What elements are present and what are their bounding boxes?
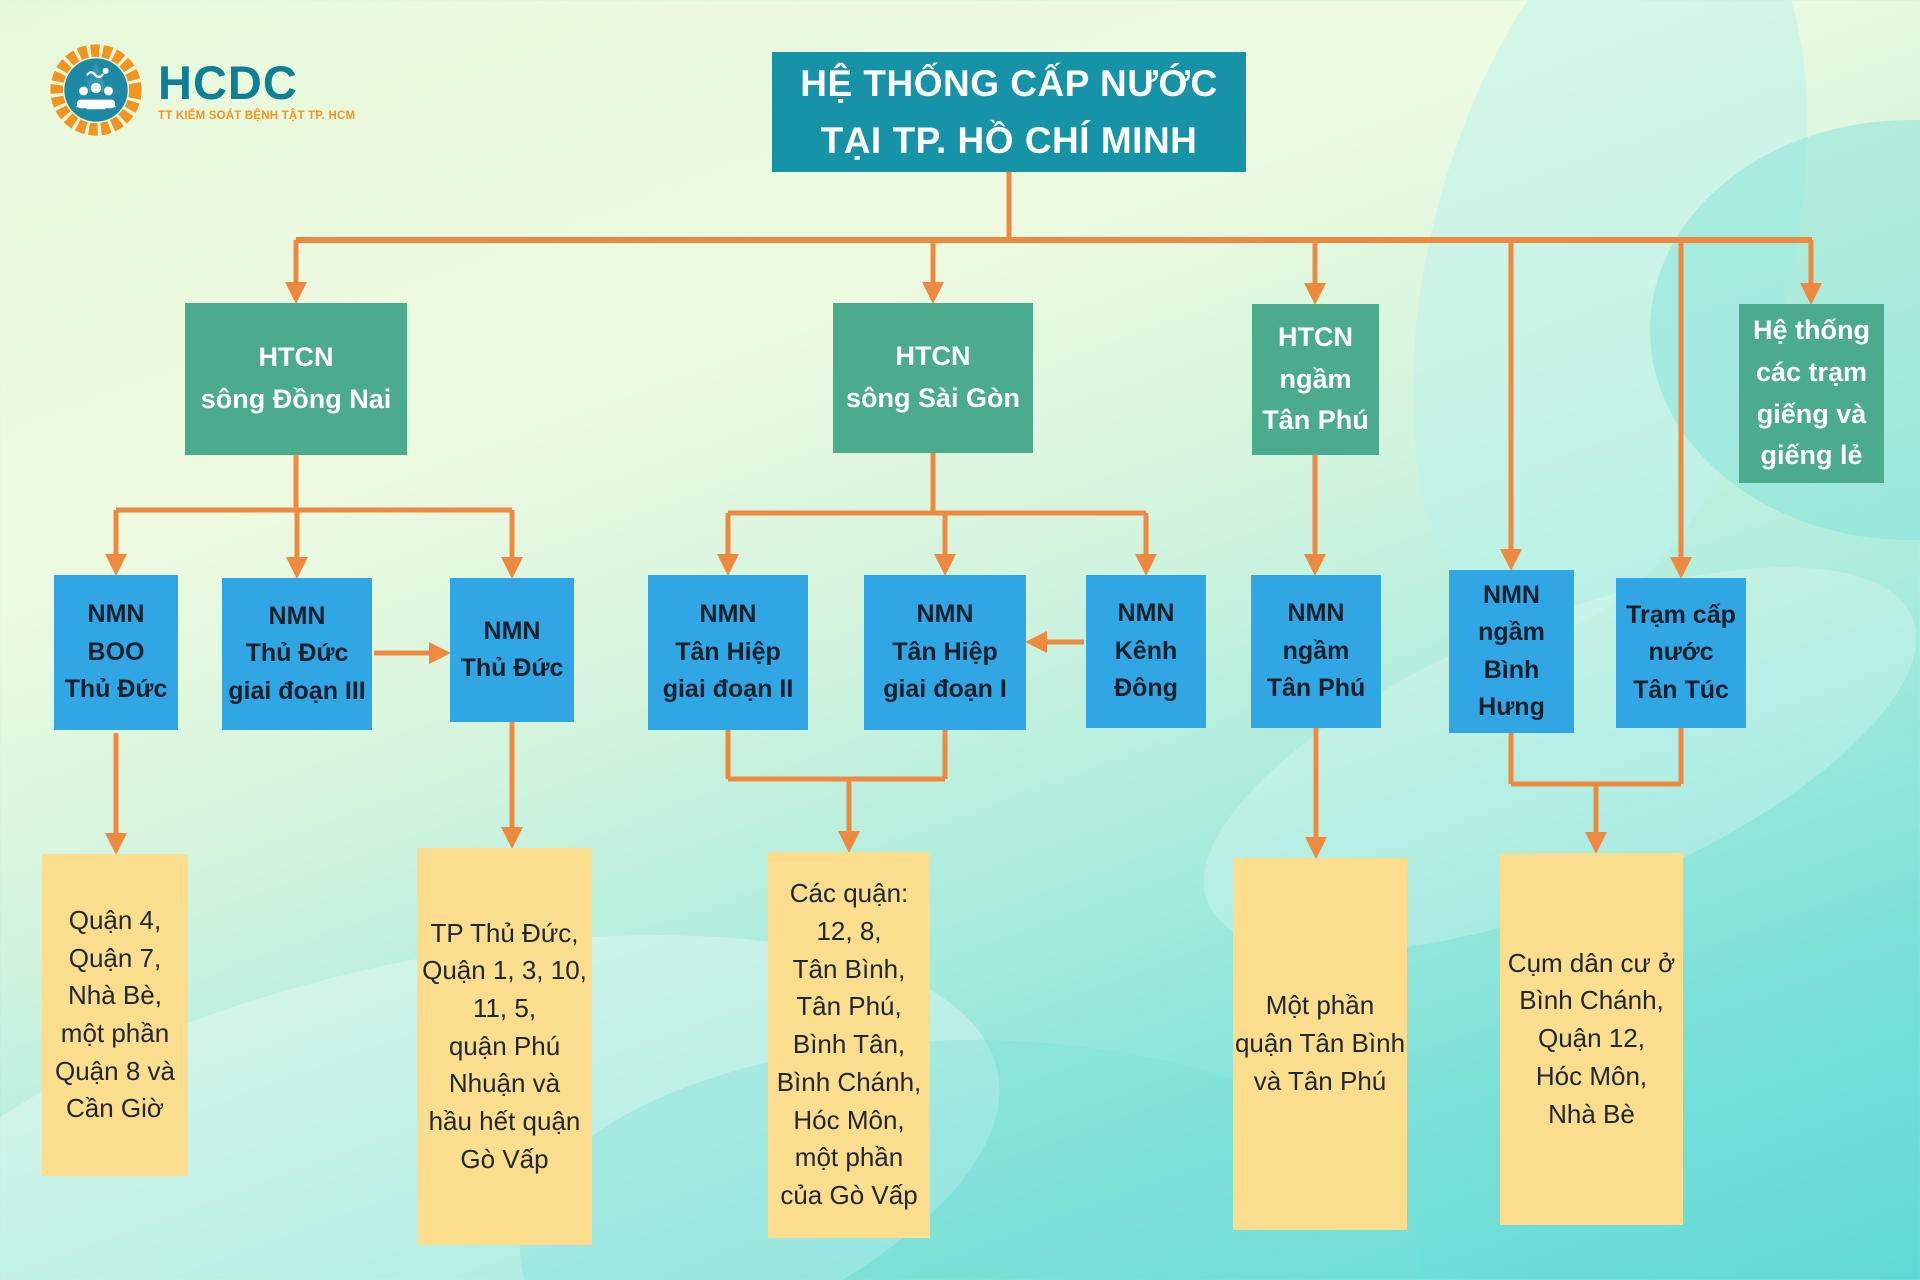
node-nmn-thu-duc: NMN Thủ Đức: [450, 578, 574, 722]
area-quan-4-7-nha-be: Quận 4, Quận 7, Nhà Bè, một phần Quận 8 …: [42, 854, 188, 1176]
hcdc-emblem-icon: [50, 44, 142, 136]
node-nmn-ngam-tan-phu: NMN ngầm Tân Phú: [1251, 575, 1381, 728]
node-nmn-tan-hiep-gd1: NMN Tân Hiệp giai đoạn I: [864, 575, 1026, 730]
node-nmn-ngam-binh-hung: NMN ngầm Bình Hưng: [1449, 570, 1574, 733]
hcdc-logo: HCDC TT KIỂM SOÁT BỆNH TẬT TP. HCM: [48, 42, 355, 138]
node-tram-cap-nuoc-tan-tuc: Trạm cấp nước Tân Túc: [1616, 578, 1746, 728]
node-htcn-ngam-tan-phu: HTCN ngầm Tân Phú: [1252, 304, 1379, 455]
node-nmn-kenh-dong: NMN Kênh Đông: [1086, 575, 1206, 728]
area-cum-dan-cu: Cụm dân cư ở Bình Chánh, Quận 12, Hóc Mô…: [1500, 853, 1683, 1225]
node-nmn-tan-hiep-gd2: NMN Tân Hiệp giai đoạn II: [648, 575, 808, 730]
diagram-title: HỆ THỐNG CẤP NƯỚC TẠI TP. HỒ CHÍ MINH: [772, 52, 1246, 172]
area-cac-quan-12-8: Các quận: 12, 8, Tân Bình, Tân Phú, Bình…: [768, 852, 930, 1238]
node-htcn-song-sai-gon: HTCN sông Sài Gòn: [833, 303, 1033, 453]
node-htcn-song-dong-nai: HTCN sông Đồng Nai: [185, 303, 407, 455]
node-he-thong-tram-gieng: Hệ thống các trạm giếng và giếng lẻ: [1739, 304, 1884, 483]
logo-subtitle: TT KIỂM SOÁT BỆNH TẬT TP. HCM: [158, 110, 356, 123]
area-mot-phan-tan-binh: Một phần quận Tân Bình và Tân Phú: [1233, 858, 1407, 1230]
logo-acronym: HCDC: [158, 55, 298, 109]
area-tp-thu-duc: TP Thủ Đức, Quận 1, 3, 10, 11, 5, quận P…: [417, 848, 592, 1245]
node-nmn-thu-duc-gd3: NMN Thủ Đức giai đoạn III: [222, 578, 372, 730]
node-nmn-boo-thu-duc: NMN BOO Thủ Đức: [54, 575, 178, 730]
